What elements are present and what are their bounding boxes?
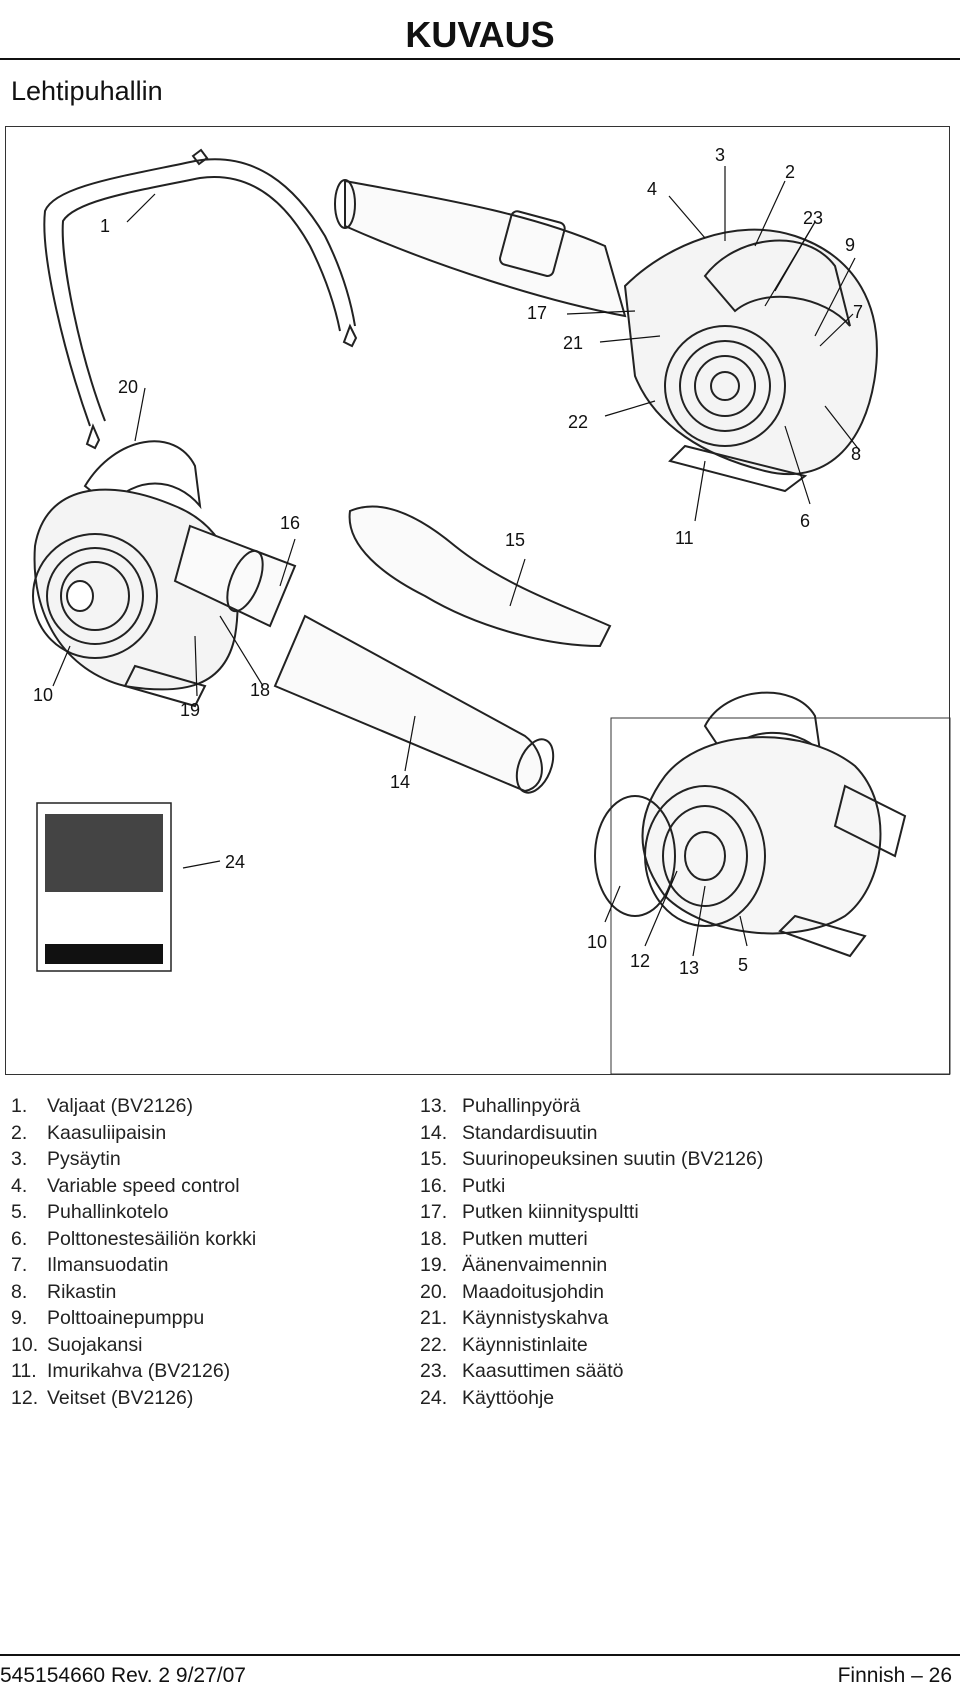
- blower-top-drawing: [334, 179, 878, 493]
- list-item: 21.Käynnistyskahva: [420, 1307, 609, 1329]
- inset-border: [610, 717, 951, 1075]
- callout-1: 1: [100, 216, 110, 236]
- list-item: 4.Variable speed control: [11, 1174, 240, 1197]
- callout-16: 16: [280, 513, 300, 533]
- footer-page-number: Finnish – 26: [837, 1664, 952, 1687]
- callout-14: 14: [390, 772, 410, 792]
- list-item: 10.Suojakansi: [11, 1333, 143, 1356]
- top-divider: [0, 58, 960, 60]
- callout-labels: 1 2 3 4 5 6 7 8 9 10 10 11 12 13 14 15 1…: [33, 145, 863, 978]
- callout-9: 9: [845, 235, 855, 255]
- inset-blower-drawing: [594, 691, 907, 958]
- list-item: 22.Käynnistinlaite: [420, 1333, 588, 1356]
- callout-6: 6: [800, 511, 810, 531]
- callout-7: 7: [853, 302, 863, 322]
- list-item: 14.Standardisuutin: [420, 1121, 598, 1144]
- callout-10-main: 10: [33, 685, 53, 705]
- list-item: 7.Ilmansuodatin: [11, 1254, 169, 1276]
- list-item: 2.Kaasuliipaisin: [11, 1121, 167, 1144]
- parts-illustration: 1 2 3 4 5 6 7 8 9 10 10 11 12 13 14 15 1…: [5, 126, 951, 1076]
- bottom-divider: [0, 1654, 960, 1656]
- list-item: 16.Putki: [420, 1174, 506, 1197]
- parts-list-right: 13.Puhallinpyörä 14.Standardisuutin 15.S…: [420, 1093, 860, 1411]
- callout-2: 2: [785, 162, 795, 182]
- figure-border: [5, 126, 950, 1075]
- callout-19: 19: [180, 700, 200, 720]
- callout-22: 22: [568, 412, 588, 432]
- callout-18: 18: [250, 680, 270, 700]
- callout-5: 5: [738, 955, 748, 975]
- callout-20: 20: [118, 377, 138, 397]
- callout-8: 8: [851, 444, 861, 464]
- callout-17: 17: [527, 303, 547, 323]
- list-item: 9.Polttoainepumppu: [11, 1307, 205, 1329]
- list-item: 15.Suurinopeuksinen suutin (BV2126): [420, 1148, 764, 1170]
- page-heading: Lehtipuhallin: [11, 76, 163, 106]
- illustration-svg: 1 2 3 4 5 6 7 8 9 10 10 11 12 13 14 15 1…: [5, 126, 951, 1075]
- list-item: 24.Käyttöohje: [420, 1386, 555, 1409]
- list-item: 19.Äänenvaimennin: [420, 1254, 608, 1276]
- callout-13: 13: [679, 958, 699, 978]
- callout-10-inset: 10: [587, 932, 607, 952]
- list-item: 18.Putken mutteri: [420, 1227, 588, 1250]
- callout-11: 11: [675, 528, 694, 548]
- list-item: 17.Putken kiinnityspultti: [420, 1201, 639, 1223]
- list-item: 6.Polttonestesäiliön korkki: [11, 1227, 257, 1250]
- footer-doc-info: 545154660 Rev. 2 9/27/07: [0, 1664, 246, 1687]
- callout-24: 24: [225, 852, 245, 872]
- leader-lines: [52, 166, 861, 957]
- callout-23: 23: [803, 208, 823, 228]
- callout-4: 4: [647, 179, 657, 199]
- list-item: 11.Imurikahva (BV2126): [11, 1360, 231, 1382]
- harness-drawing: [43, 148, 358, 450]
- manual-drawing: [36, 802, 172, 972]
- list-item: 8.Rikastin: [11, 1280, 117, 1303]
- section-title: KUVAUS: [405, 14, 555, 55]
- list-item: 23.Kaasuttimen säätö: [420, 1360, 624, 1382]
- blower-left-drawing: [32, 440, 612, 794]
- list-item: 12.Veitset (BV2126): [11, 1386, 194, 1409]
- callout-21: 21: [563, 333, 583, 353]
- list-item: 3.Pysäytin: [11, 1148, 121, 1170]
- callout-3: 3: [715, 145, 725, 165]
- list-item: 1.Valjaat (BV2126): [11, 1095, 193, 1117]
- parts-list-left: 1.Valjaat (BV2126) 2.Kaasuliipaisin 3.Py…: [11, 1093, 451, 1411]
- list-item: 20.Maadoitusjohdin: [420, 1280, 605, 1303]
- list-item: 13.Puhallinpyörä: [420, 1095, 581, 1117]
- list-item: 5.Puhallinkotelo: [11, 1201, 169, 1223]
- callout-15: 15: [505, 530, 525, 550]
- callout-12: 12: [630, 951, 650, 971]
